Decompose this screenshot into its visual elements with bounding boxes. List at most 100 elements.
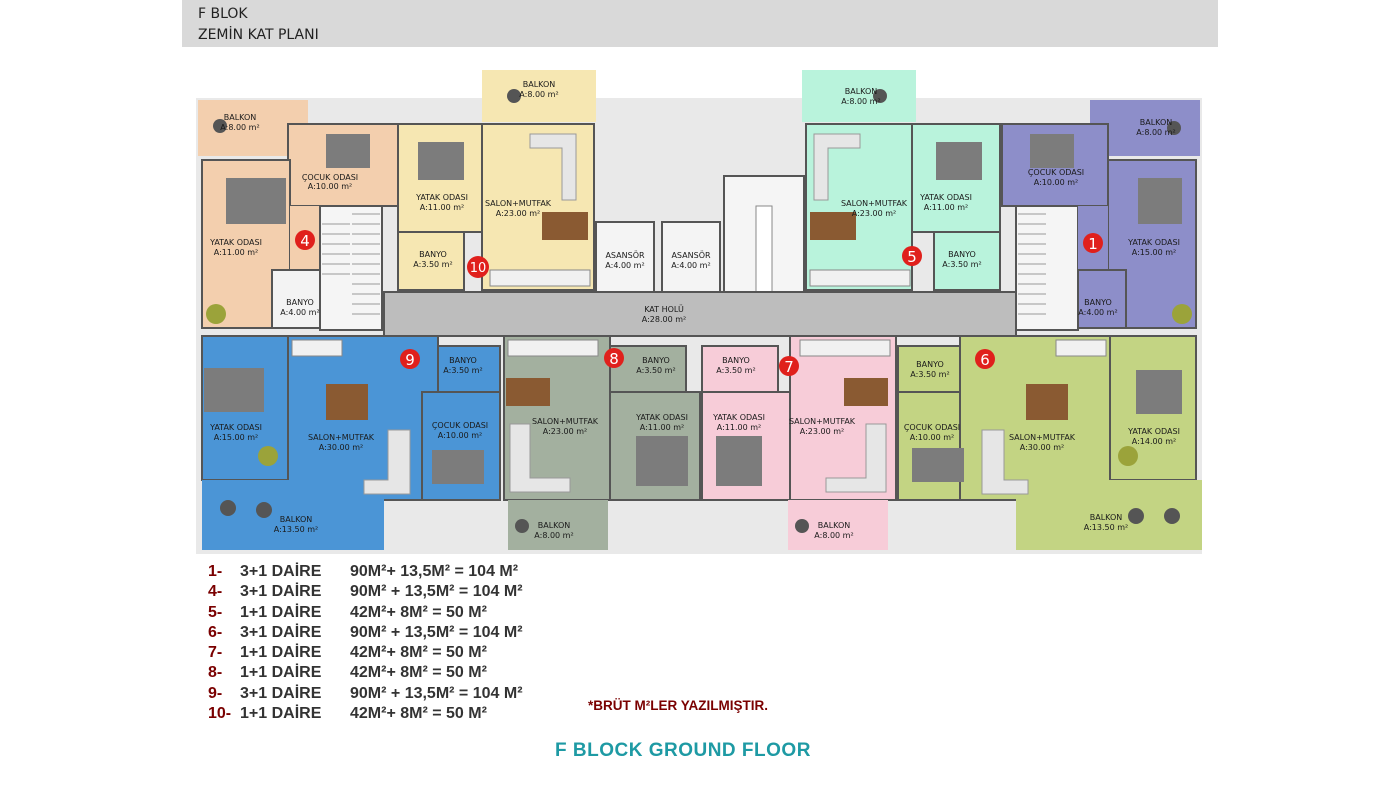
unit-marker-1-label: 1 <box>1088 235 1098 253</box>
label-banyo-1-area: A:4.00 m² <box>1078 308 1117 317</box>
unit-markers: 1 4 5 6 7 8 9 10 <box>295 230 1103 376</box>
legend-area: 42M²+ 8M² = 50 M² <box>350 603 487 621</box>
label-asansor-2-name: ASANSÖR <box>671 250 711 260</box>
label-salon-5-name: SALON+MUTFAK <box>841 199 908 208</box>
unit-marker-6 <box>975 349 995 369</box>
unit-marker-10 <box>467 256 489 278</box>
bed <box>418 142 464 180</box>
room-balkon-9 <box>202 480 384 550</box>
legend-type: 1+1 DAİRE <box>240 705 322 723</box>
room-balkon-10 <box>482 70 596 122</box>
label-balkon-5-name: BALKON <box>845 87 878 96</box>
label-yatak-4-name: YATAK ODASI <box>209 238 262 247</box>
legend-number: 8- <box>208 664 223 682</box>
label-salon-9-area: A:30.00 m² <box>319 443 363 452</box>
room-banyo-7 <box>701 345 779 393</box>
label-yatak-10-area: A:11.00 m² <box>420 203 464 212</box>
legend-area: 42M²+ 8M² = 50 M² <box>350 644 487 662</box>
legend-type: 1+1 DAİRE <box>240 603 322 621</box>
legend-type: 3+1 DAİRE <box>240 623 322 641</box>
legend-number: 10- <box>208 705 232 723</box>
label-yatak-7-area: A:11.00 m² <box>717 423 761 432</box>
label-banyo-6-name: BANYO <box>916 360 944 369</box>
legend-type: 1+1 DAİRE <box>240 644 322 662</box>
dining-table <box>844 378 888 406</box>
label-asansor-1-name: ASANSÖR <box>605 250 645 260</box>
room-banyo-9 <box>437 345 501 393</box>
legend-area: 42M²+ 8M² = 50 M² <box>350 664 487 682</box>
label-yatak-5-area: A:11.00 m² <box>924 203 968 212</box>
armchair <box>1118 446 1138 466</box>
label-balkon-5-area: A:8.00 m² <box>841 97 880 106</box>
label-yatak-8-area: A:11.00 m² <box>640 423 684 432</box>
label-balkon-9-name: BALKON <box>280 515 313 524</box>
balcony-chair <box>873 89 887 103</box>
label-banyo-6-area: A:3.50 m² <box>910 370 949 379</box>
legend-row: 10- 1+1 DAİRE 42M²+ 8M² = 50 M² <box>208 704 523 724</box>
label-kathol-name: KAT HOLÜ <box>644 304 684 314</box>
legend-area: 42M²+ 8M² = 50 M² <box>350 705 487 723</box>
label-banyo-4-area: A:4.00 m² <box>280 308 319 317</box>
label-salon-7-name: SALON+MUTFAK <box>789 417 856 426</box>
label-cocuk-6-name: ÇOCUK ODASI <box>904 423 960 432</box>
unit-marker-9 <box>400 349 420 369</box>
label-yatak-6-name: YATAK ODASI <box>1127 427 1180 436</box>
label-balkon-6-area: A:13.50 m² <box>1084 523 1128 532</box>
unit-marker-4 <box>295 230 315 250</box>
label-balkon-1-area: A:8.00 m² <box>1136 128 1175 137</box>
sofa <box>813 133 861 201</box>
unit-marker-7 <box>779 356 799 376</box>
elevator-1 <box>595 221 655 293</box>
corridor <box>383 291 1017 337</box>
label-banyo-10-area: A:3.50 m² <box>413 260 452 269</box>
balcony-chair <box>795 519 809 533</box>
bed <box>326 134 370 168</box>
stairs-left <box>319 205 383 331</box>
legend-row: 5- 1+1 DAİRE 42M²+ 8M² = 50 M² <box>208 603 523 623</box>
label-salon-5-area: A:23.00 m² <box>852 209 896 218</box>
block-title: F BLOK <box>198 6 248 22</box>
stairs-left-treads <box>322 213 380 315</box>
label-cocuk-4-name: ÇOCUK ODASI <box>302 173 358 182</box>
sofa <box>825 423 887 493</box>
label-balkon-9-area: A:13.50 m² <box>274 525 318 534</box>
legend-type: 3+1 DAİRE <box>240 684 322 702</box>
legend-row: 8- 1+1 DAİRE 42M²+ 8M² = 50 M² <box>208 663 523 683</box>
balcony-chair <box>1167 121 1181 135</box>
label-balkon-10-name: BALKON <box>523 80 556 89</box>
label-banyo-9-name: BANYO <box>449 356 477 365</box>
label-balkon-8-area: A:8.00 m² <box>534 531 573 540</box>
sofa <box>363 429 411 495</box>
label-kathol-area: A:28.00 m² <box>642 315 686 324</box>
balcony-chair <box>256 502 272 518</box>
label-banyo-1-name: BANYO <box>1084 298 1112 307</box>
unit-marker-1 <box>1083 233 1103 253</box>
legend-number: 4- <box>208 583 223 601</box>
label-yatak-4-area: A:11.00 m² <box>214 248 258 257</box>
unit-marker-9-label: 9 <box>405 351 415 369</box>
label-salon-9-name: SALON+MUTFAK <box>308 433 375 442</box>
unit-marker-5 <box>902 246 922 266</box>
kitchen-counter <box>507 339 599 357</box>
unit-marker-4-label: 4 <box>300 232 310 250</box>
dining-table <box>810 212 856 240</box>
bed <box>716 436 762 486</box>
legend-number: 5- <box>208 603 223 621</box>
label-yatak-5-name: YATAK ODASI <box>919 193 972 202</box>
balcony-chair <box>515 519 529 533</box>
elevator-2 <box>661 221 721 293</box>
sofa <box>529 133 577 201</box>
dining-table <box>326 384 368 420</box>
bed <box>226 178 286 224</box>
unit-marker-6-label: 6 <box>980 351 990 369</box>
legend-type: 1+1 DAİRE <box>240 664 322 682</box>
label-cocuk-9-name: ÇOCUK ODASI <box>432 421 488 430</box>
label-yatak-1-name: YATAK ODASI <box>1127 238 1180 247</box>
room-banyo-1 <box>1077 269 1127 329</box>
balcony-chair <box>220 500 236 516</box>
title-banner: F BLOK ZEMİN KAT PLANI <box>182 0 1218 47</box>
